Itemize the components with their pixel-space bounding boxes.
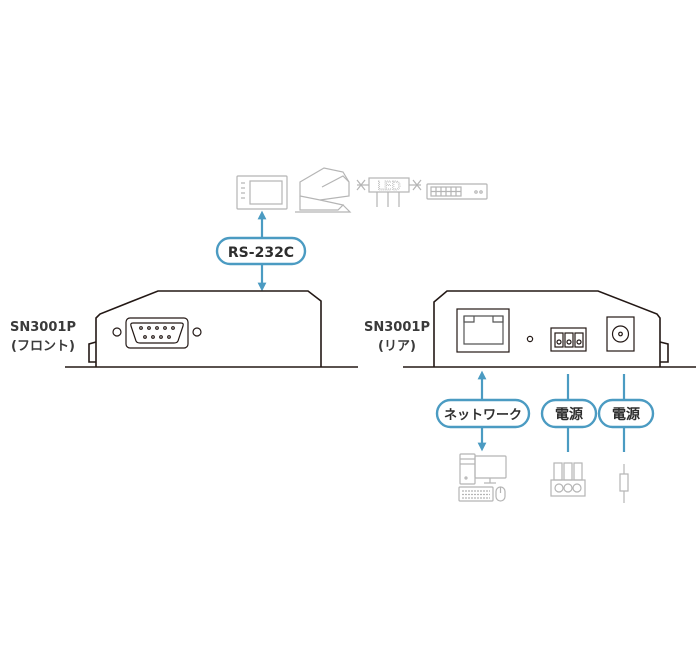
power-label-1: 電源 — [555, 406, 583, 423]
rear-side-label: (リア) — [378, 339, 416, 354]
led-indicator-icon — [526, 335, 534, 343]
db9-serial-port-icon — [112, 317, 202, 349]
led-text: LED — [377, 179, 401, 193]
network-badge: ネットワーク — [435, 398, 531, 429]
network-switch-icon — [426, 183, 488, 200]
network-label: ネットワーク — [444, 408, 522, 423]
computer-icon — [458, 453, 507, 502]
projector-icon — [295, 167, 352, 213]
power-label-2: 電源 — [612, 406, 640, 423]
touch-panel-icon — [236, 175, 288, 210]
terminal-block-icon — [550, 327, 587, 352]
rs232c-badge: RS-232C — [215, 236, 307, 266]
rear-model-label: SN3001P — [364, 320, 430, 335]
led-display-icon: LED — [356, 177, 422, 207]
power-badge-2: 電源 — [597, 398, 655, 429]
front-side-label: (フロント) — [11, 339, 75, 354]
power-badge-1: 電源 — [540, 398, 598, 429]
rj45-port-icon — [456, 308, 510, 353]
front-device — [88, 290, 322, 367]
dc-jack-icon — [606, 316, 635, 352]
rear-device — [433, 290, 669, 367]
front-model-label: SN3001P — [10, 320, 76, 335]
rs232c-label: RS-232C — [228, 245, 294, 261]
dc-power-plug-icon — [619, 464, 629, 503]
terminal-block-plug-icon — [550, 462, 586, 497]
